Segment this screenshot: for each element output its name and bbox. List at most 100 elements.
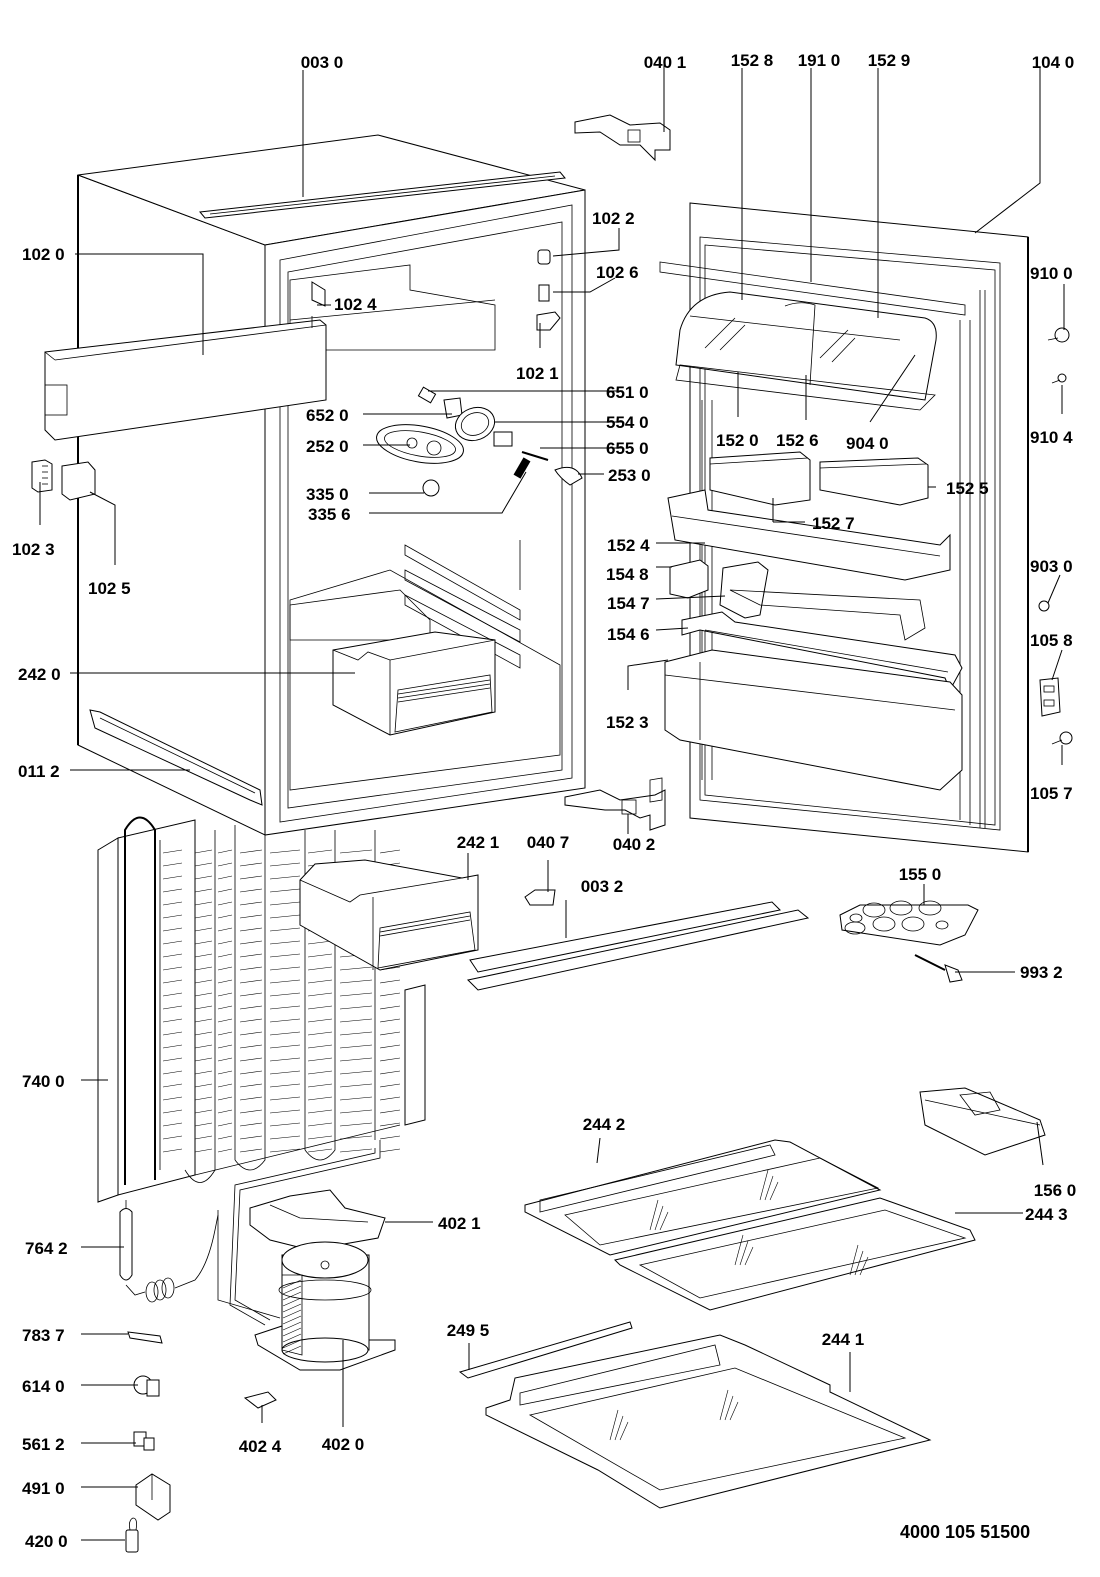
fin-stroke: [194, 901, 213, 906]
fin-stroke: [269, 862, 301, 867]
fin-stroke: [217, 888, 233, 893]
hatch-stroke: [282, 1303, 302, 1313]
callout-244-3: 244 3: [1025, 1205, 1068, 1224]
hatch-stroke: [282, 1333, 302, 1343]
fin-stroke: [217, 1096, 233, 1101]
fin-stroke: [239, 1044, 263, 1049]
capillary-tube: [127, 1331, 163, 1344]
fin-stroke: [339, 1122, 373, 1127]
glass-reflection-stroke: [759, 1169, 769, 1201]
hatch-stroke: [282, 1309, 302, 1319]
callout-152-7: 152 7: [812, 514, 855, 533]
compressor-bracket: [249, 1189, 386, 1251]
fin-stroke: [162, 901, 183, 906]
glass-reflection-stroke: [649, 1199, 659, 1231]
fin-stroke: [194, 1148, 213, 1153]
fin-stroke: [217, 940, 233, 945]
fin-stroke: [339, 966, 373, 971]
fin-stroke: [162, 1005, 183, 1010]
capacitor: [125, 1517, 139, 1553]
fin-stroke: [217, 927, 233, 932]
fin-stroke: [194, 914, 213, 919]
callout-102-4: 102 4: [334, 295, 377, 314]
fin-stroke: [194, 1083, 213, 1088]
fin-stroke: [162, 1135, 183, 1140]
callout-491-0: 491 0: [22, 1479, 65, 1498]
fin-stroke: [162, 1031, 183, 1036]
fin-stroke: [269, 888, 301, 893]
callout-105-7: 105 7: [1030, 784, 1073, 803]
decor-panel: [44, 316, 327, 441]
fin-stroke: [217, 849, 233, 854]
callout-191-0: 191 0: [798, 51, 841, 70]
overload-protector: [133, 1375, 160, 1397]
fin-stroke: [269, 1031, 301, 1036]
fin-stroke: [269, 953, 301, 958]
fin-stroke: [162, 849, 183, 854]
fin-stroke: [217, 875, 233, 880]
callout-154-8: 154 8: [606, 565, 649, 584]
fin-stroke: [217, 1122, 233, 1127]
fin-stroke: [194, 1096, 213, 1101]
fin-stroke: [379, 1057, 401, 1062]
callout-252-0: 252 0: [306, 437, 349, 456]
fin-stroke: [239, 1057, 263, 1062]
hatch-stroke: [282, 1285, 302, 1295]
fin-stroke: [307, 1135, 333, 1140]
fin-stroke: [162, 862, 183, 867]
callout-152-4: 152 4: [607, 536, 650, 555]
callout-652-0: 652 0: [306, 406, 349, 425]
glass-reflection-stroke: [854, 1250, 864, 1276]
glass-reflection-stroke: [734, 1234, 744, 1266]
callout-152-9: 152 9: [868, 51, 911, 70]
fin-stroke: [162, 875, 183, 880]
callout-993-2: 993 2: [1020, 963, 1063, 982]
fin-stroke: [269, 940, 301, 945]
glass-reflection-stroke: [619, 1421, 629, 1441]
callout-labels: 003 0 040 1 152 8 191 0 152 9 104 0 102 …: [12, 51, 1076, 1551]
callout-105-8: 105 8: [1030, 631, 1073, 650]
fin-stroke: [379, 1122, 401, 1127]
callout-102-1: 102 1: [516, 364, 559, 383]
fin-stroke: [194, 1070, 213, 1075]
callout-152-6: 152 6: [776, 431, 819, 450]
fin-stroke: [194, 940, 213, 945]
fin-stroke: [194, 862, 213, 867]
fin-stroke: [379, 1096, 401, 1101]
fin-stroke: [239, 901, 263, 906]
start-relay: [133, 1431, 155, 1451]
fin-stroke: [379, 992, 401, 997]
fin-stroke: [217, 992, 233, 997]
hatch-stroke: [282, 1315, 302, 1325]
fin-stroke: [379, 1109, 401, 1114]
glass-reflections: [609, 1169, 869, 1441]
fin-stroke: [194, 1057, 213, 1062]
fin-stroke: [162, 979, 183, 984]
fin-stroke: [269, 979, 301, 984]
fin-stroke: [162, 914, 183, 919]
fin-stroke: [269, 966, 301, 971]
fin-stroke: [307, 1057, 333, 1062]
fin-stroke: [217, 1057, 233, 1062]
callout-783-7: 783 7: [22, 1326, 65, 1345]
document-number: 4000 105 51500: [900, 1522, 1030, 1542]
fin-stroke: [269, 1044, 301, 1049]
callout-764-2: 764 2: [25, 1239, 68, 1258]
callout-244-1: 244 1: [822, 1330, 865, 1349]
fin-stroke: [239, 1018, 263, 1023]
fin-stroke: [269, 1070, 301, 1075]
callout-102-0: 102 0: [22, 245, 65, 264]
fin-stroke: [162, 1083, 183, 1088]
callout-154-7: 154 7: [607, 594, 650, 613]
fin-stroke: [239, 992, 263, 997]
fin-stroke: [194, 927, 213, 932]
upper-hinge-bracket: [574, 114, 671, 162]
fin-stroke: [194, 1031, 213, 1036]
callout-335-0: 335 0: [306, 485, 349, 504]
hinge-spacer: [524, 889, 556, 906]
fin-stroke: [217, 979, 233, 984]
glass-reflection-stroke: [659, 1211, 669, 1231]
mounting-rails: [466, 901, 810, 991]
fin-stroke: [162, 1096, 183, 1101]
fin-stroke: [339, 1070, 373, 1075]
